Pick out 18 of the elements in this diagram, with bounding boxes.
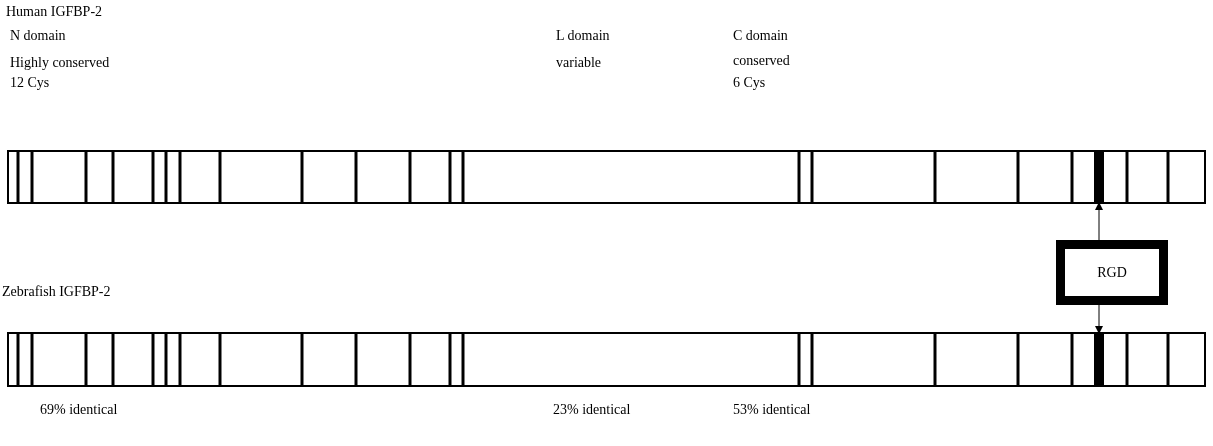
protein-name: Human IGFBP-2 [6,4,103,20]
conservation-note: variable [556,55,602,71]
identity-note: 53% identical [733,402,811,418]
domain-name: N domain [10,28,66,44]
domain-name: C domain [733,28,788,44]
motif-mark [1094,151,1104,203]
identity-note: 69% identical [40,402,118,418]
conservation-note: Highly conserved [10,55,110,71]
motif-box: RGD [1056,240,1168,305]
domain-name: L domain [556,28,610,44]
cysteine-count: 6 Cys [733,75,766,91]
conservation-note: conserved [733,53,790,69]
cysteine-count: 12 Cys [10,75,50,91]
arrow [1095,304,1103,334]
arrow [1095,202,1103,241]
identity-note: 23% identical [553,402,631,418]
protein-name: Zebrafish IGFBP-2 [2,284,111,300]
motif-mark [1094,333,1104,386]
